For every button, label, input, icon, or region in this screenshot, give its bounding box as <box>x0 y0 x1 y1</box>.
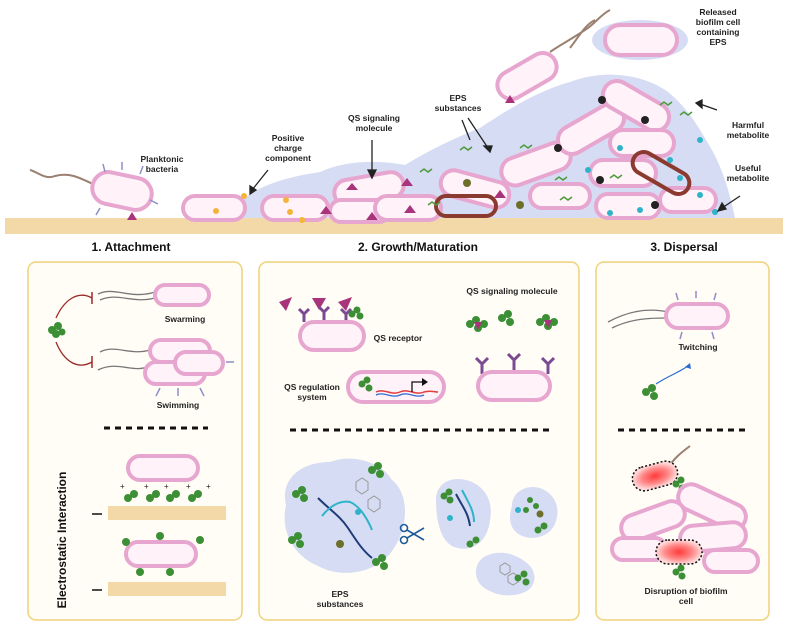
svg-text:+: + <box>144 482 149 491</box>
label-positive-2: charge <box>274 143 302 153</box>
label-qs-regulation-2: system <box>297 392 327 402</box>
qs-signaling-cell <box>466 310 558 402</box>
label-planktonic-1: Planktonic <box>141 154 184 164</box>
swimming-cells <box>97 338 234 397</box>
label-eps-2: substances <box>317 599 364 609</box>
label-released-1: Released <box>699 7 736 17</box>
section-title-growth: 2. Growth/Maturation <box>358 240 478 254</box>
label-released-4: EPS <box>709 37 726 47</box>
qs-triangles <box>320 178 506 220</box>
section-title-dispersal: 3. Dispersal <box>650 240 717 254</box>
label-qs-signaling-molecule: QS signaling molecule <box>466 286 557 296</box>
label-useful-1: Useful <box>735 163 761 173</box>
label-qs-regulation-1: QS regulation <box>284 382 340 392</box>
label-harmful-1: Harmful <box>732 120 764 130</box>
label-twitching: Twitching <box>678 342 717 352</box>
label-qs-2: molecule <box>356 123 393 133</box>
svg-text:+: + <box>120 482 125 491</box>
label-planktonic-2: bacteria <box>146 164 179 174</box>
label-positive-3: component <box>265 153 311 163</box>
released-cell <box>569 19 679 57</box>
electrostatic-scene-1: + + + + + <box>92 454 226 520</box>
label-eps-1: EPS <box>449 93 466 103</box>
top-label-group: Planktonic bacteria Positive charge comp… <box>141 7 770 183</box>
panel-growth: QS receptor QS signaling molecule <box>258 261 580 621</box>
svg-text:+: + <box>206 482 211 491</box>
label-disruption-2: cell <box>679 596 693 606</box>
panel-dispersal: Twitching Dis <box>595 261 770 621</box>
label-qs-receptor: QS receptor <box>374 333 423 343</box>
swimming-away-cell <box>495 9 611 103</box>
eps-cloud-mid <box>436 478 491 549</box>
eps-squiggles <box>419 101 693 206</box>
label-qs-1: QS signaling <box>348 113 400 123</box>
label-arrows <box>249 98 741 212</box>
label-eps-2: substances <box>435 103 482 113</box>
section-title-attachment: 1. Attachment <box>92 240 171 254</box>
biofilm-cluster-dispersal <box>610 482 760 580</box>
label-useful-2: metabolite <box>727 173 770 183</box>
label-disruption-1: Disruption of biofilm <box>644 586 728 596</box>
label-eps-1: EPS <box>331 589 348 599</box>
eps-cluster-icon <box>48 322 66 338</box>
label-released-3: containing <box>697 27 740 37</box>
label-harmful-2: metabolite <box>727 130 770 140</box>
label-swarming: Swarming <box>165 314 206 324</box>
qs-regulation-cell <box>346 370 446 404</box>
label-swimming: Swimming <box>157 400 200 410</box>
eps-cloud-bottom <box>476 552 535 596</box>
svg-text:+: + <box>164 482 169 491</box>
dispersal-cluster <box>642 363 691 400</box>
electrostatic-scene-2 <box>92 532 226 596</box>
panel-attachment: Swarming Swimming + + + <box>27 261 243 621</box>
label-positive-1: Positive <box>272 133 305 143</box>
swarming-cell <box>97 283 211 307</box>
label-electrostatic: Electrostatic Interaction <box>55 472 69 609</box>
scissors-icon <box>399 523 425 545</box>
twitching-cell <box>607 291 730 340</box>
metabolite-dots <box>213 96 718 223</box>
top-scene: Planktonic bacteria Positive charge comp… <box>5 7 783 234</box>
label-released-2: biofilm cell <box>696 17 740 27</box>
svg-text:+: + <box>186 482 191 491</box>
qs-receptor-cell <box>279 297 366 352</box>
eps-cloud-large <box>284 458 405 573</box>
eps-cloud-right <box>510 486 558 538</box>
planktonic-bacterium <box>29 162 159 220</box>
